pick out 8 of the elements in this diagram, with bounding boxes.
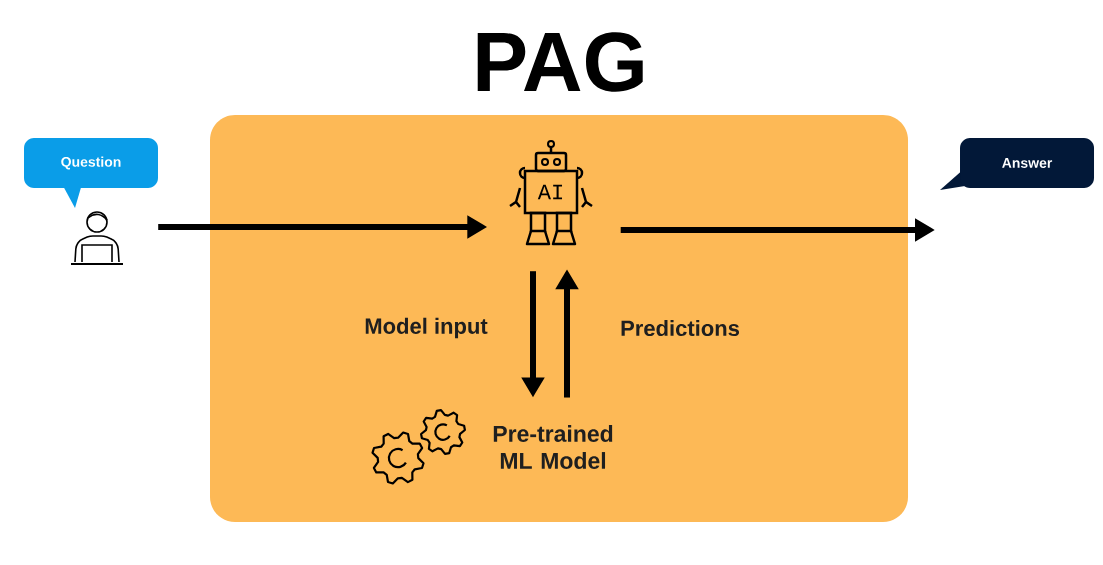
speech-bubble: Answer <box>940 138 1094 190</box>
edge-label: Predictions <box>621 319 739 337</box>
person-icon <box>70 211 124 265</box>
title: PAG <box>477 32 643 92</box>
speech-bubble: Question <box>24 138 158 208</box>
node-label: Pre-trained ML Model <box>493 425 613 469</box>
edge-label: Model input <box>365 317 488 339</box>
panel <box>210 115 908 522</box>
